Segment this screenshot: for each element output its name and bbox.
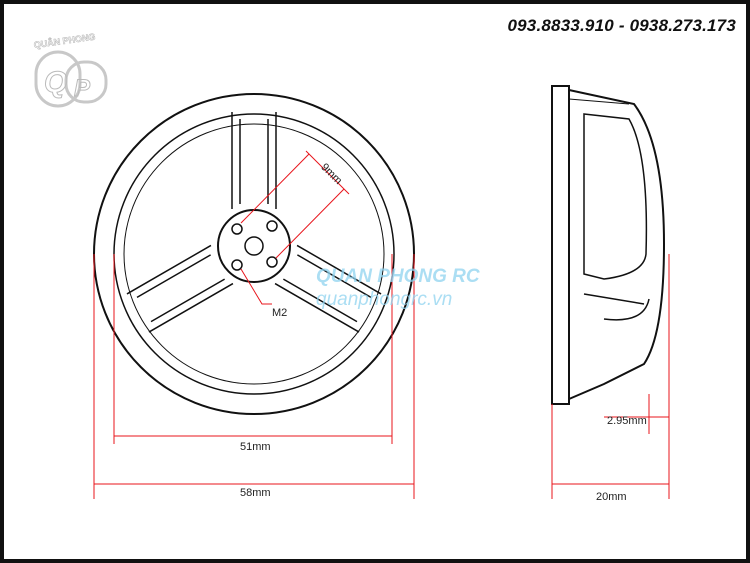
spoke	[274, 244, 382, 333]
mount-hole	[266, 220, 278, 232]
svg-text:Q: Q	[44, 66, 67, 99]
outer-diameter-label: 58mm	[240, 487, 271, 499]
svg-text:QUÂN PHONG: QUÂN PHONG	[33, 31, 96, 51]
spoke	[126, 244, 234, 333]
svg-text:P: P	[74, 75, 91, 102]
screw-label: M2	[272, 307, 287, 319]
hub	[217, 209, 291, 283]
inner-lip	[123, 123, 385, 385]
watermark-site: quanphongrc.vn	[316, 289, 452, 310]
lip-label: 2.95mm	[607, 415, 647, 427]
spoke	[231, 112, 277, 209]
center-hole	[244, 236, 264, 256]
quan-phong-logo: Q P QUÂN PHONG	[33, 30, 108, 108]
watermark-name: QUAN PHONG RC	[316, 266, 480, 287]
hole-spacing-label: 9mm	[318, 161, 344, 187]
mount-hole	[266, 256, 278, 268]
technical-drawing: Q P QUÂN PHONG	[33, 30, 670, 503]
mount-hole	[231, 259, 243, 271]
dimension-lines	[93, 150, 670, 499]
mount-hole	[231, 223, 243, 235]
phone-numbers: 093.8833.910 - 0938.273.173	[507, 16, 736, 35]
side-view	[551, 85, 666, 405]
height-label: 20mm	[596, 491, 627, 503]
front-view	[93, 93, 415, 415]
inner-diameter-label: 51mm	[240, 441, 271, 453]
